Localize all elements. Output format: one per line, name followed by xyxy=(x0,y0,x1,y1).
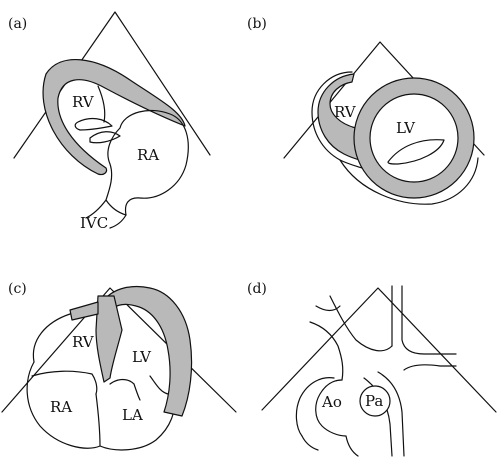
panel-c-ra-label: RA xyxy=(50,398,72,416)
panel-d: (d) Ao Pa xyxy=(247,281,497,457)
panel-d-vessel-3 xyxy=(329,295,393,352)
panel-c-tricuspid-line xyxy=(31,370,98,395)
panel-c-mitral-1 xyxy=(109,378,135,385)
panel-b-rv-label: RV xyxy=(334,103,357,121)
panel-c-lv-label: LV xyxy=(132,348,152,366)
panel-d-vessel-1 xyxy=(315,305,341,312)
panel-d-pa-label: Pa xyxy=(365,392,383,410)
panel-a-ivc-line-1 xyxy=(85,199,107,219)
panel-c-atrial-septum xyxy=(95,393,101,447)
panel-a-label: (a) xyxy=(8,16,27,32)
panel-c-rv-wall xyxy=(69,301,99,321)
panel-d-vessel-5 xyxy=(401,285,457,355)
panel-a-rv-label: RV xyxy=(72,93,95,111)
panel-a: (a) RV RA IVC xyxy=(8,11,211,232)
panel-b-lv-cavity xyxy=(369,93,459,183)
panel-d-vessel-7 xyxy=(377,371,405,457)
panel-a-ivc-line-2 xyxy=(109,214,127,229)
panel-a-leaflet-2 xyxy=(89,131,121,144)
panel-d-aorta-left xyxy=(295,377,335,437)
panel-b-pericardium xyxy=(339,157,479,205)
panel-a-leaflet-1 xyxy=(74,117,113,131)
panel-b-rv-outer xyxy=(311,71,363,169)
panel-c-label: (c) xyxy=(8,281,27,297)
panel-d-ao-label: Ao xyxy=(321,393,342,411)
panel-a-ivc-label: IVC xyxy=(80,214,108,232)
panel-d-sector xyxy=(261,287,497,413)
panel-c-la-label: LA xyxy=(122,406,143,424)
panel-c-rv-label: RV xyxy=(72,333,95,351)
panel-a-papillary xyxy=(97,85,106,123)
panel-b-lv-label: LV xyxy=(396,119,416,137)
panel-b-label: (b) xyxy=(247,16,267,32)
panel-d-aorta-outline xyxy=(315,379,359,457)
panel-c-mitral-3 xyxy=(133,383,141,401)
panel-a-ra-label: RA xyxy=(137,146,159,164)
panel-b-mitral xyxy=(387,139,445,165)
panel-a-ra-outline xyxy=(105,109,189,216)
panel-c-rv-outline xyxy=(32,305,103,363)
panel-c-lv-wall xyxy=(103,285,193,417)
panel-c-mitral-2 xyxy=(149,375,169,395)
panel-c-septum xyxy=(95,295,123,383)
panel-d-label: (d) xyxy=(247,281,267,297)
panel-d-vessel-2 xyxy=(309,321,344,381)
panel-d-aorta-bottom xyxy=(301,435,319,451)
panel-d-pa-circle xyxy=(359,385,391,417)
panel-d-vessel-6 xyxy=(403,364,457,371)
panel-a-rv-wall xyxy=(42,58,186,176)
panel-c: (c) RV LV RA LA xyxy=(1,281,237,451)
panel-b: (b) RV LV xyxy=(247,16,485,205)
panel-c-sector xyxy=(1,287,237,413)
